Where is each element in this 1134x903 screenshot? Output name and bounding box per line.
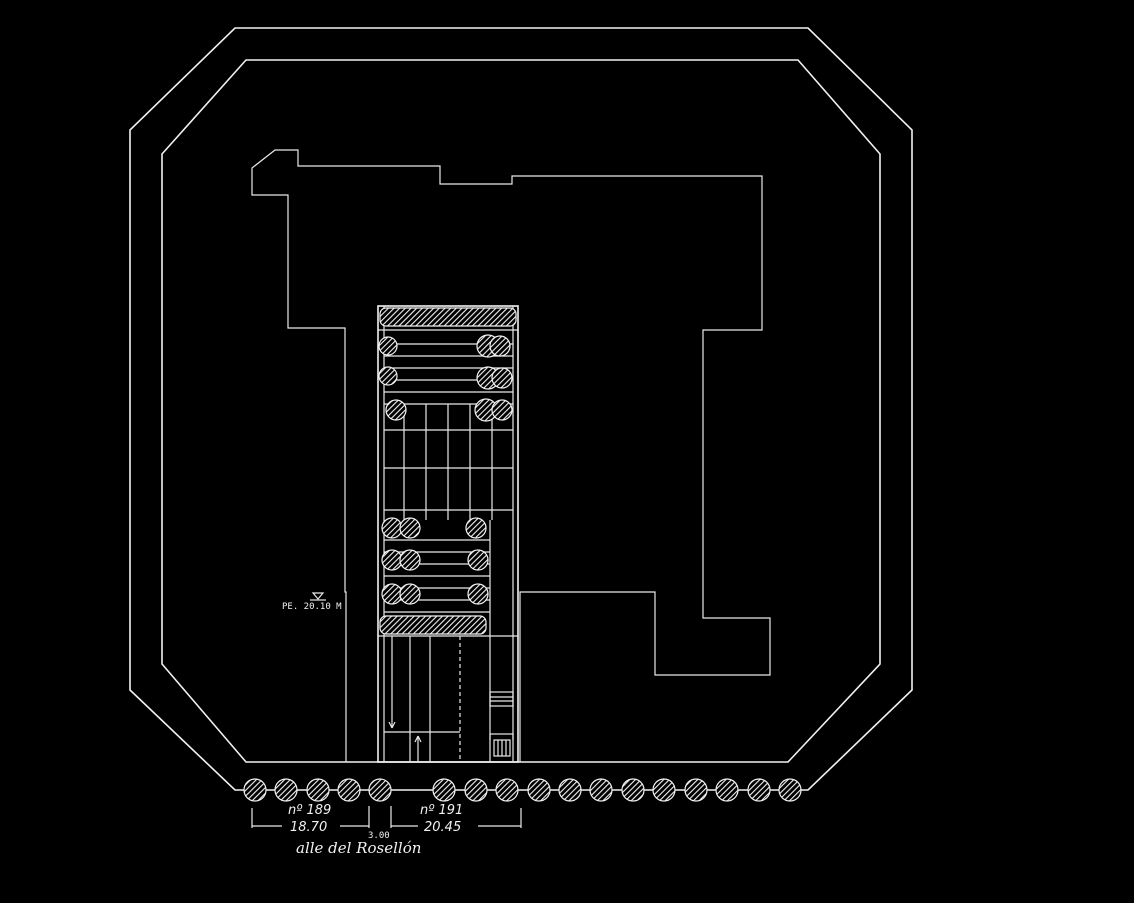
tree [495, 778, 519, 802]
tree [243, 778, 267, 802]
tree [385, 399, 407, 421]
tree [399, 549, 421, 571]
tree [489, 335, 511, 357]
hedge-bottom [379, 615, 487, 635]
tree [527, 778, 551, 802]
tree [381, 517, 403, 539]
hedge-top [379, 307, 517, 327]
lot-label-189: nº 189 [288, 803, 331, 818]
tree [337, 778, 361, 802]
tree [491, 367, 513, 389]
tree [399, 517, 421, 539]
tree [399, 583, 421, 605]
tree [778, 778, 802, 802]
tree [715, 778, 739, 802]
block-outline-inner [161, 59, 881, 763]
tree [747, 778, 771, 802]
tree [467, 549, 489, 571]
tree [274, 778, 298, 802]
tree [381, 583, 403, 605]
tree [684, 778, 708, 802]
tree [432, 778, 456, 802]
dimension-label-left: 18.70 [290, 820, 327, 835]
tree [465, 517, 487, 539]
building-footprint-left [251, 149, 771, 762]
tree [467, 583, 489, 605]
courtyard-trees [378, 334, 513, 605]
tree [378, 366, 398, 386]
elevation-label: PE. 20.10 M [282, 602, 342, 612]
tree [491, 399, 513, 421]
elevation-marker [310, 592, 326, 601]
tree [306, 778, 330, 802]
street-name: alle del Rosellón [296, 839, 421, 857]
lot-label-191: nº 191 [420, 803, 463, 818]
dimension-label-gap: 3.00 [368, 831, 390, 841]
dimension-label-right: 20.45 [424, 820, 461, 835]
block-outline-outer [129, 27, 913, 791]
tree [464, 778, 488, 802]
hedge-rows [379, 307, 517, 635]
tree [368, 778, 392, 802]
tree [652, 778, 676, 802]
tree [621, 778, 645, 802]
tree [589, 778, 613, 802]
tree [378, 336, 398, 356]
street-trees [243, 778, 802, 802]
tree [558, 778, 582, 802]
tree [381, 549, 403, 571]
